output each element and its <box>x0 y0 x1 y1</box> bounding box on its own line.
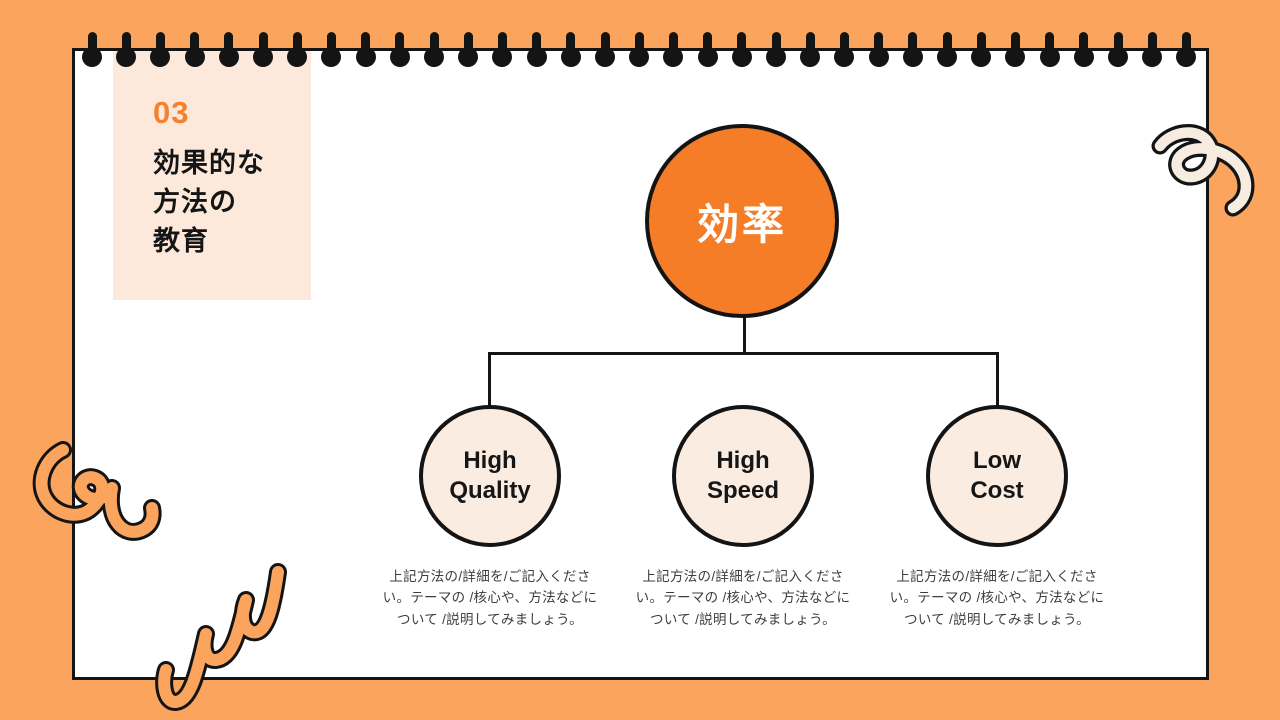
binder-pin <box>902 32 923 67</box>
connector-right-line <box>996 352 999 406</box>
binder-pin <box>82 32 102 67</box>
binder-pin <box>971 32 992 67</box>
root-node: 効率 <box>645 124 839 318</box>
child-node-high-speed: High Speed <box>672 405 814 547</box>
binder-pin <box>492 32 513 67</box>
note-high-speed: 上記方法の/詳細を/ご記入ください。テーマの /核心や、方法などについて /説明… <box>635 569 851 627</box>
binder-pin <box>834 32 855 67</box>
binder-pin <box>868 32 889 67</box>
child-node-label: Low Cost <box>970 447 1024 504</box>
binder-pin <box>1073 32 1094 67</box>
child-node-low-cost: Low Cost <box>926 405 1068 547</box>
binder-pin <box>1108 32 1128 67</box>
binder-pin <box>389 32 410 67</box>
section-number: 03 <box>153 95 190 130</box>
binder-pin <box>1005 32 1026 67</box>
binder-pin <box>800 32 821 67</box>
binder-pin <box>458 32 479 67</box>
binder-pin <box>766 32 786 67</box>
binder-pin <box>560 32 581 67</box>
binder-pin <box>355 32 376 67</box>
binder-pin <box>321 32 342 67</box>
binder-pin <box>150 32 171 67</box>
binder-pin <box>629 32 650 67</box>
note-low-cost: 上記方法の/詳細を/ご記入ください。テーマの /核心や、方法などについて /説明… <box>889 569 1105 627</box>
binder-pin <box>287 32 308 67</box>
binder-pin <box>663 32 684 67</box>
binder-pin <box>731 32 752 67</box>
binder-pin <box>424 32 444 67</box>
child-node-label: High Speed <box>706 447 780 504</box>
binder-pin <box>937 32 957 67</box>
binder-pin <box>595 32 615 67</box>
child-node-label: High Quality <box>449 447 531 504</box>
section-card: 03 効果的な 方法の 教育 <box>113 51 311 300</box>
binder-pin <box>184 32 205 67</box>
connector-left-line <box>488 352 491 406</box>
binder-pin <box>1039 32 1060 67</box>
binder-pin <box>253 32 273 67</box>
binder-pin <box>1142 32 1163 67</box>
connector-horizontal-line <box>488 352 999 355</box>
child-node-high-quality: High Quality <box>419 405 561 547</box>
note-high-quality: 上記方法の/詳細を/ご記入ください。テーマの /核心や、方法などについて /説明… <box>382 569 598 627</box>
binder-pin <box>116 32 137 67</box>
binder-pin <box>697 32 718 67</box>
section-title: 効果的な 方法の 教育 <box>153 148 265 256</box>
binder-pin <box>1176 32 1197 67</box>
binder-pin <box>218 32 239 67</box>
binder-pins <box>0 0 1280 80</box>
connector-root-line <box>743 316 746 355</box>
root-node-label: 効率 <box>696 200 787 248</box>
binder-pin <box>526 32 547 67</box>
